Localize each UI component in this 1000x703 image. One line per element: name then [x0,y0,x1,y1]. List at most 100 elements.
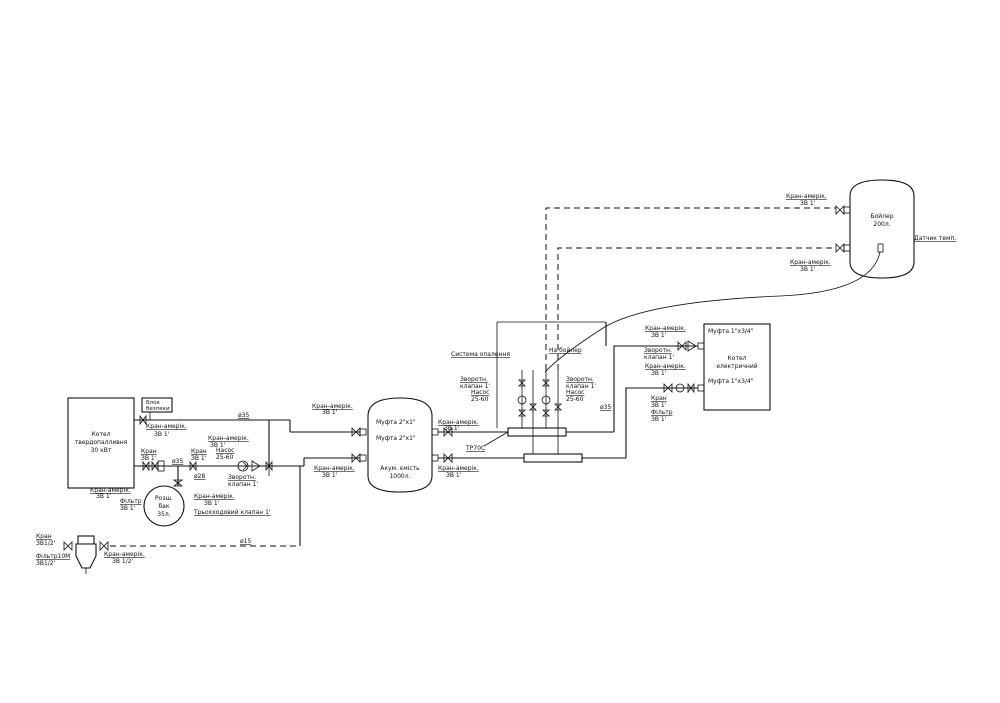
pump-icon [675,383,685,393]
valve-icon [677,341,687,351]
solid-fuel-boiler [67,397,135,489]
kran-amer-label-7: Кран-амерік. [438,419,479,426]
to-boiler-label: На бойлер [549,347,582,354]
pump-icon [237,460,249,472]
klapan-label-4: клапан 1' [644,354,674,361]
valve-icon [351,427,361,437]
expansion-tank [143,485,185,527]
kran-zv-label-3: ЗВ 1' [651,402,667,409]
d35-label-3: ø35 [600,404,611,411]
valve-icon [351,453,361,463]
valve-icon [443,427,453,437]
klapan-label-3: клапан 1' [566,383,596,390]
kran-amer-label-8: Кран-амерік. [438,465,479,472]
d35-label-2: ø35 [172,458,183,465]
kran-zv-label-4: ЗВ1/2' [36,540,56,547]
kran-amer-zv-7: ЗВ 1' [444,425,460,432]
pump-group-icon [517,379,562,417]
kran-amer-zv-9: ЗВ 1' [800,200,816,207]
zvorotn-label: Зворотн. [228,474,256,481]
tank-label-2: 1000л. [389,473,410,480]
kran-amer-label-3: Кран-амерік. [194,493,235,500]
tank-coupling-mid: Муфта 2"х1" [376,435,416,442]
accumulator-tank [367,397,433,493]
solid-boiler-label-1: Котел [92,431,111,438]
zvorotn-label-2: Зворотн. [460,376,488,383]
check-valve-icon [687,340,697,352]
solid-boiler-label-3: 30 кВт [91,447,112,454]
kran-amer-zv-5: ЗВ 1' [322,409,338,416]
expansion-label-2: бак [158,503,169,510]
nasos-model-2: 25-60 [471,396,489,403]
filter-label-2: Фільтр [651,409,673,416]
kran-amer-label-11: Кран-амерік. [645,325,686,332]
kran-amer-label-10: Кран-амерік. [790,259,831,266]
d35-label-1: ø35 [238,412,249,419]
nasos-model-3: 25-60 [566,396,584,403]
electric-boiler [703,323,771,411]
valve-icon [835,205,845,215]
kran-amer-zv-10: ЗВ 1' [800,266,816,273]
nasos-label-2: Насос [471,389,489,396]
solid-boiler-label-2: твердопалливня [75,439,128,446]
klapan-label-2: клапан 1' [460,383,490,390]
return-manifold [523,453,583,463]
kran-label-3: Кран [651,395,667,402]
valve-icon [663,383,673,393]
kran-amer-label-9: Кран-амерік. [786,193,827,200]
d28-label: ø28 [194,473,205,480]
nasos-label: Насос [216,447,234,454]
nasos-model: 25-60 [216,454,234,461]
safety-block [141,397,173,413]
kran-amer-label-4: Кран-амерік. [90,487,131,494]
tank-label-1: Акум. ємість [380,465,420,472]
kran-icon [142,460,150,472]
system-label: Система опалення [451,351,510,358]
kran-icon [189,460,197,472]
valve-icon [99,541,109,551]
valve-icon [835,243,845,253]
expansion-label-1: Розш. [155,495,173,502]
electric-coupling-top: Муфта 1"х3/4" [708,328,754,335]
zvorotn-label-3: Зворотн. [566,376,594,383]
boiler-label-1: Бойлер [870,213,893,220]
kran-label-4: Кран [36,533,52,540]
valve-icon [63,541,73,551]
three-way-valve-icon [265,460,273,476]
water-heater [849,179,915,279]
filter-icon [687,382,695,394]
klapan-label: клапан 1' [228,481,258,488]
kran-label-2: Кран [191,448,207,455]
kran-label: Кран [141,448,157,455]
kran-amer-label-12: Кран-амерік. [645,363,686,370]
kran-amer-zv-8: ЗВ 1' [446,472,462,479]
filter-label: Фільтр [120,498,142,505]
boiler-label-2: 200л. [873,221,890,228]
valve-icon [443,453,453,463]
kran-amer-zv-13: ЗВ 1/2' [112,558,134,565]
supply-manifold [507,427,567,437]
electric-label-2: електричний [716,363,757,370]
kran-amer-label-6: Кран-амерік. [314,465,355,472]
kran-amer-label: Кран-амерік. [146,423,187,430]
nasos-label-3: Насос [566,389,584,396]
safety-block-label-2: безпеки [146,406,170,412]
sensor-label: Датчик темп. [914,235,956,242]
d15-label: ø15 [240,538,251,545]
valve-icon [139,414,147,426]
tr70c-label: ТР70С [465,445,485,452]
kran-amer-zv-4: ЗВ 1' [96,493,112,500]
electric-label-1: Котел [728,355,747,362]
zv-label: ЗВ 1' [154,431,170,438]
kran-zv-label: ЗВ 1' [141,455,157,462]
kran-amer-label-2: Кран-амерік. [208,435,249,442]
filter-10m-icon [75,535,97,574]
kran-amer-zv-6: ЗВ 1' [322,472,338,479]
three-way-label: Трьохходовий клапан 1' [193,509,271,516]
safety-block-label-1: Блок [146,400,161,406]
zvorotn-label-4: Зворотн. [644,347,672,354]
filter-icon [151,460,165,472]
filter10m-label: Фільтр10М [36,553,70,560]
kran-amer-zv-12: ЗВ 1' [651,370,667,377]
electric-coupling-bottom: Муфта 1"х3/4" [708,378,754,385]
